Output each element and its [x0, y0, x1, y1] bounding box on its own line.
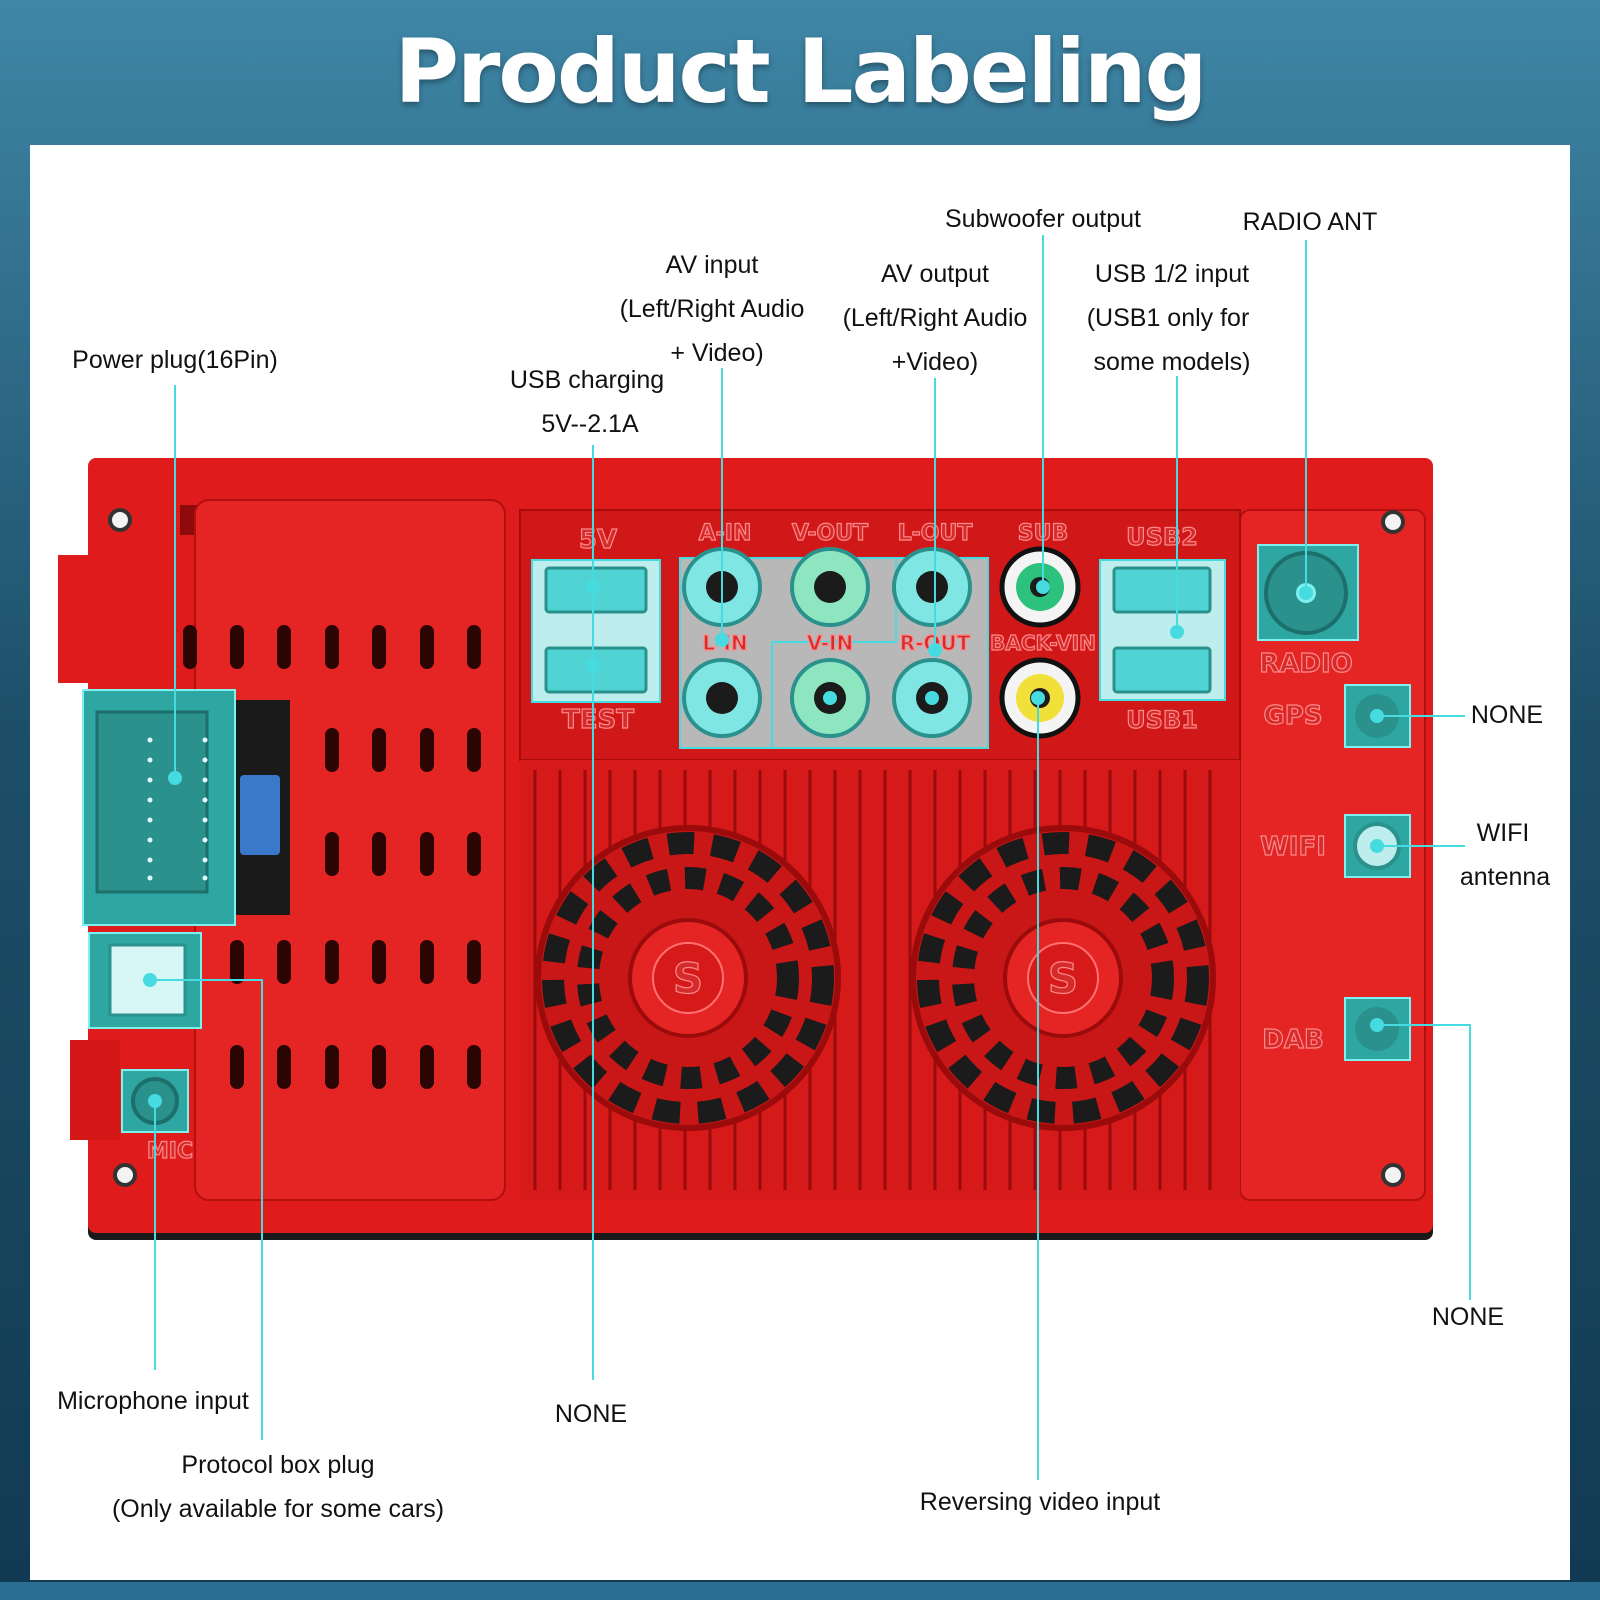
- emboss-test: TEST: [562, 705, 634, 735]
- label-test-none: NONE: [555, 1400, 627, 1428]
- label-subwoofer: Subwoofer output: [945, 205, 1141, 233]
- diagram-panel: S S MIC 5V: [30, 145, 1570, 1580]
- label-usb-charging-1: USB charging: [510, 366, 664, 394]
- emboss-usb2: USB2: [1126, 523, 1198, 551]
- label-av-input-2: (Left/Right Audio: [620, 295, 805, 323]
- cooling-fan-right: S: [910, 825, 1216, 1131]
- label-usb12-1: USB 1/2 input: [1095, 260, 1249, 288]
- label-av-input-1: AV input: [666, 251, 759, 279]
- radio-antenna-port: RADIO: [1257, 544, 1359, 680]
- fan-logo: S: [673, 954, 703, 1003]
- label-av-output-2: (Left/Right Audio: [843, 304, 1028, 332]
- label-wifi-2: antenna: [1460, 863, 1550, 891]
- product-diagram: S S MIC 5V: [57, 205, 1550, 1523]
- usb-input-ports: USB2 USB1: [1099, 522, 1226, 735]
- label-usb12-3: some models): [1094, 348, 1251, 376]
- power-plug-16pin: [82, 689, 236, 926]
- label-dab-none: NONE: [1432, 1303, 1504, 1331]
- leader-dots: [143, 580, 1384, 1108]
- label-av-output-3: +Video): [892, 348, 978, 376]
- emboss-wifi: WIFI: [1260, 832, 1326, 862]
- emboss-vin: V-IN: [807, 631, 854, 655]
- label-gps-none: NONE: [1471, 701, 1543, 729]
- label-reversing: Reversing video input: [920, 1488, 1160, 1516]
- emboss-dab: DAB: [1262, 1025, 1324, 1055]
- label-usb-charging-2: 5V--2.1A: [541, 410, 639, 438]
- label-protocol-2: (Only available for some cars): [112, 1495, 444, 1523]
- cooling-fan-left: S: [535, 825, 841, 1131]
- page-title: Product Labeling: [394, 20, 1208, 123]
- emboss-usb1: USB1: [1126, 706, 1198, 734]
- emboss-backvin: BACK-VIN: [990, 631, 1096, 655]
- emboss-5v: 5V: [579, 525, 617, 555]
- emboss-vout: V-OUT: [792, 521, 868, 546]
- emboss-ain: A-IN: [699, 521, 752, 546]
- emboss-gps: GPS: [1263, 701, 1322, 731]
- label-usb12-2: (USB1 only for: [1087, 304, 1250, 332]
- mic-emboss: MIC: [147, 1139, 193, 1164]
- emboss-radio: RADIO: [1259, 649, 1353, 679]
- label-power-plug: Power plug(16Pin): [72, 346, 278, 374]
- bottom-band: [0, 1582, 1600, 1600]
- fan-logo: S: [1048, 954, 1078, 1003]
- label-av-input-3: + Video): [670, 339, 763, 367]
- label-microphone: Microphone input: [57, 1387, 249, 1415]
- label-av-output-1: AV output: [881, 260, 989, 288]
- label-wifi-1: WIFI: [1477, 819, 1530, 847]
- label-protocol-1: Protocol box plug: [181, 1451, 374, 1479]
- label-radio-ant: RADIO ANT: [1243, 208, 1378, 236]
- leader-lines: [150, 235, 1471, 1480]
